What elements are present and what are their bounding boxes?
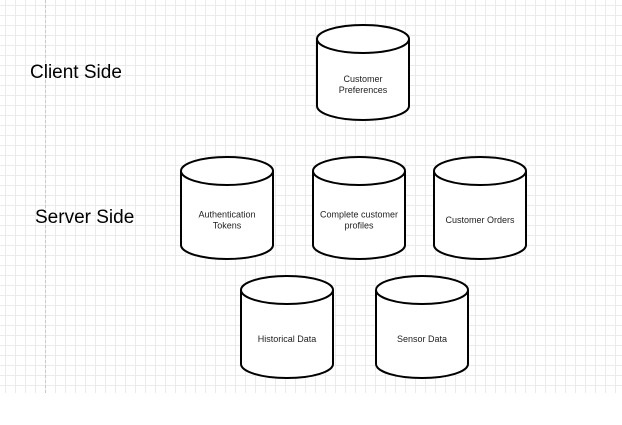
client-side-label: Client Side	[30, 62, 122, 83]
cylinder-body	[375, 290, 469, 379]
server-side-label: Server Side	[35, 207, 135, 228]
cylinder-top	[312, 156, 406, 186]
cylinder-label-line: Tokens	[213, 221, 242, 231]
cylinder-label-line: Authentication	[198, 210, 255, 220]
cylinder-top	[180, 156, 274, 186]
cylinder-label-line: Complete customer	[320, 210, 398, 220]
cylinder-top	[433, 156, 527, 186]
cylinder-top	[316, 24, 410, 54]
cylinder-body	[240, 290, 334, 379]
cylinder-body	[433, 171, 527, 260]
cylinder-body	[316, 39, 410, 121]
cylinder-label-line: profiles	[344, 221, 374, 231]
cylinder-label-line: Historical Data	[258, 334, 317, 344]
cylinder-top	[240, 275, 334, 305]
cylinder-body	[312, 171, 406, 260]
zone-divider	[45, 0, 46, 393]
cylinder-label-line: Sensor Data	[397, 334, 447, 344]
cylinder-historical-data[interactable]: Historical Data	[240, 275, 334, 379]
cylinder-sensor-data[interactable]: Sensor Data	[375, 275, 469, 379]
cylinder-customer-orders[interactable]: Customer Orders	[433, 156, 527, 260]
cylinder-label-line: Preferences	[339, 85, 388, 95]
cylinder-label-line: Customer Orders	[445, 215, 515, 225]
cylinder-body	[180, 171, 274, 260]
cylinder-label-line: Customer	[343, 74, 382, 84]
cylinder-top	[375, 275, 469, 305]
